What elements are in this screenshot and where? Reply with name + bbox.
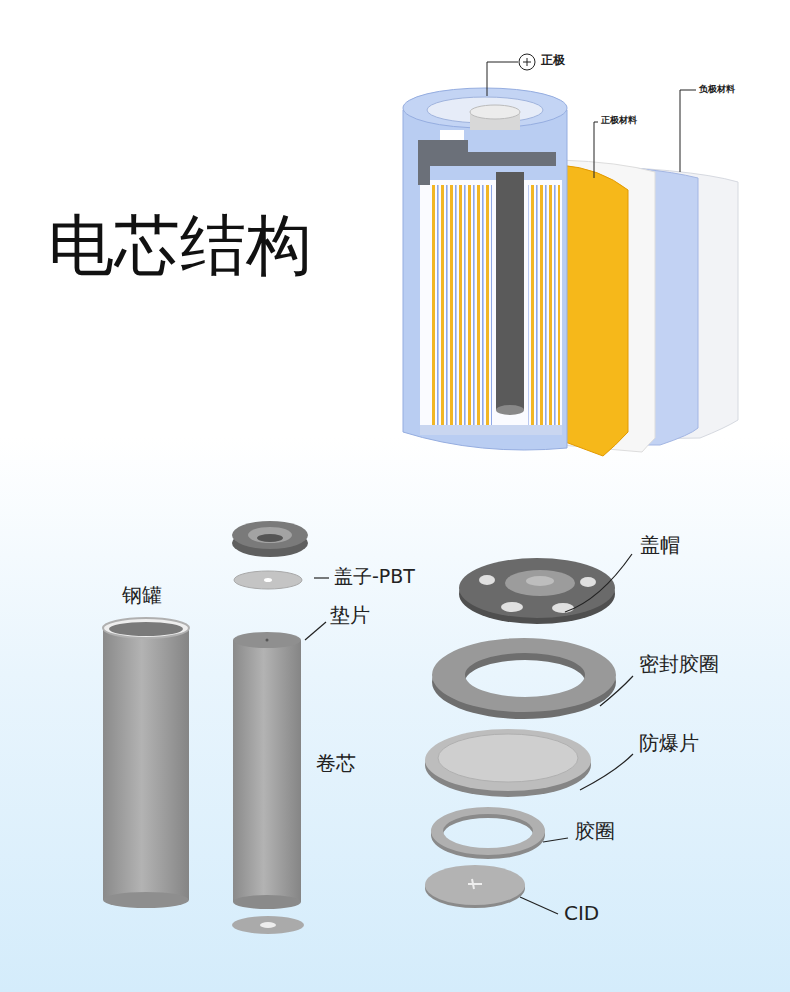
- cell-shell: [403, 110, 567, 450]
- part-label: CID: [564, 902, 599, 925]
- page-title: 电芯结构: [48, 208, 312, 284]
- plus-symbol: [523, 58, 531, 66]
- seal-ring: [432, 638, 616, 712]
- can-opening: [109, 622, 183, 636]
- vent-hole: [479, 575, 495, 585]
- part-label: 负极材料: [699, 84, 735, 94]
- roll-center: [266, 639, 269, 642]
- terminal: [470, 105, 520, 119]
- part-label: 垫片: [330, 604, 370, 627]
- leader-line: [594, 122, 598, 178]
- cap-top: [232, 521, 308, 549]
- vent-hole: [501, 602, 523, 612]
- part-label: 盖帽: [640, 534, 680, 557]
- jelly-roll: [232, 632, 304, 934]
- center-pin: [496, 172, 524, 410]
- vent-hole: [552, 603, 574, 613]
- washer-hole: [260, 922, 276, 928]
- plus-symbol: [519, 54, 535, 70]
- can-rim: [103, 618, 189, 638]
- leader-line: [520, 897, 558, 914]
- roll-bottom: [233, 895, 301, 909]
- cell-bottom: [420, 425, 562, 435]
- part-label: 胶圈: [575, 820, 615, 843]
- right-leaders: [520, 554, 633, 914]
- washer-hole: [264, 578, 272, 582]
- leader-line: [580, 754, 633, 790]
- part-label: 钢罐: [122, 584, 162, 607]
- part-label: 密封胶圈: [639, 653, 719, 676]
- leader-line: [543, 838, 568, 842]
- cap-section: [418, 140, 556, 185]
- cathode-sheet: [560, 165, 628, 456]
- part-label: 防爆片: [639, 732, 699, 755]
- left-leaders: [305, 578, 329, 640]
- roll-top: [233, 632, 301, 648]
- part-label: 盖子-PBT: [334, 566, 415, 588]
- cap-assembly: [425, 558, 616, 908]
- cap-inner: [248, 527, 292, 543]
- can-bottom: [103, 892, 189, 908]
- cell-body: [403, 88, 567, 450]
- bottom-washer: [232, 916, 304, 934]
- wound-layers: [528, 185, 560, 425]
- part-label: 正极: [541, 54, 565, 68]
- burst-disc: [425, 729, 591, 791]
- cap-dome: [505, 570, 575, 596]
- cid-mark: [468, 879, 482, 889]
- burst-disc: [438, 734, 578, 782]
- vent-hole: [580, 577, 596, 587]
- cid-disc: [425, 865, 525, 905]
- wound-layers: [430, 185, 492, 425]
- roll-body: [233, 640, 301, 902]
- cap-dome: [526, 576, 554, 586]
- leader-line: [487, 62, 518, 96]
- top-cap: [459, 558, 615, 618]
- leader-line: [600, 676, 633, 706]
- pbt-cap: [232, 521, 308, 589]
- can-body: [103, 628, 189, 900]
- part-label: 卷芯: [316, 752, 356, 775]
- electrode-layers: [560, 160, 738, 456]
- leader-line: [314, 577, 329, 578]
- cap-hole: [257, 534, 283, 542]
- part-label: 正极材料: [601, 115, 637, 125]
- washer: [234, 571, 302, 589]
- top-leaders: [487, 54, 696, 178]
- gasket: [431, 807, 545, 855]
- steel-can: [103, 618, 189, 908]
- cell-interior: [420, 180, 562, 430]
- cap-section: [440, 130, 464, 140]
- leader-line: [305, 622, 326, 640]
- leader-line: [565, 554, 632, 612]
- center-pin: [496, 405, 524, 415]
- leader-line: [680, 90, 696, 172]
